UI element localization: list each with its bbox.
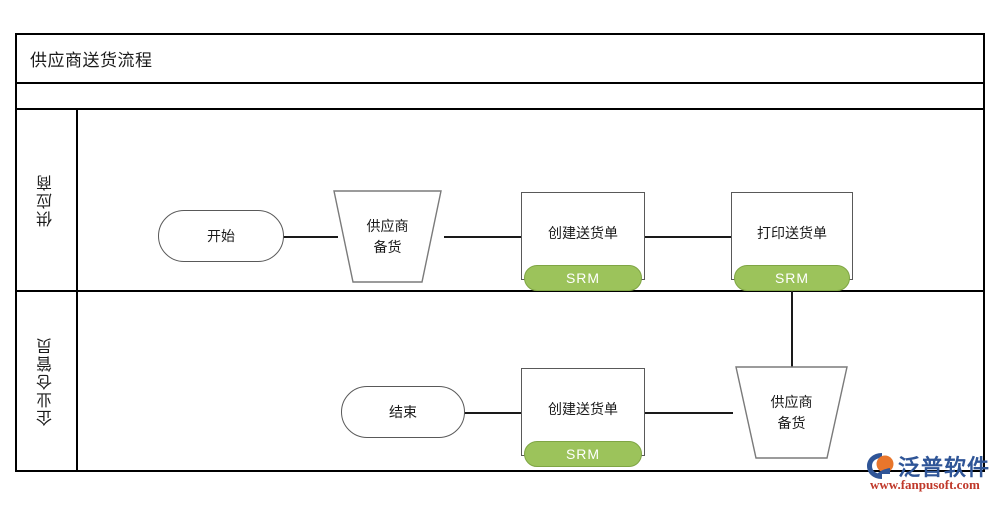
lane-supplier: 供应商 开始 供应商 备 [17,110,983,402]
edge-start-to-prepare [283,236,338,238]
watermark-brand: 泛普软件 [898,455,991,480]
edge-create-to-print [645,236,731,238]
node-warehouse-supplier-prepare-label: 供应商 备货 [733,392,850,434]
trapezoid-shape [333,190,442,283]
lane-supplier-label-cell: 供应商 [17,110,78,290]
edge-warehouse-prepare-to-create [645,412,733,414]
node-print-delivery-note-label: 打印送货单 [757,225,827,241]
node-start[interactable]: 开始 [158,210,284,262]
lane-warehouse-body: 结束 创建送货单 SRM 供应商 备货 [78,292,983,470]
node-warehouse-supplier-prepare-label-line1: 供应商 [770,393,813,410]
lane-supplier-label: 供应商 [37,173,55,227]
node-supplier-prepare-label-line2: 备货 [373,238,402,255]
lane-warehouse-label: 企业仓管员 [37,336,55,426]
edge-print-to-warehouse-prepare [791,277,793,402]
diagram-title-row: 供应商送货流程 [17,35,983,84]
node-supplier-prepare-label-line1: 供应商 [366,217,409,234]
node-create-delivery-note[interactable]: 创建送货单 SRM [521,192,645,291]
edge-create-to-end [464,412,522,414]
watermark-logo: 泛普软件 www.fanpusoft.com [866,450,994,500]
lane-warehouse: 企业仓管员 结束 创建送货单 SRM [17,292,983,470]
fanpu-logo-icon [867,453,894,479]
node-start-label: 开始 [207,228,235,244]
badge-srm-print: SRM [734,265,850,291]
node-supplier-prepare-label: 供应商 备货 [331,216,444,258]
node-end[interactable]: 结束 [341,386,465,438]
node-create-delivery-note-label: 创建送货单 [548,225,618,241]
lane-warehouse-label-cell: 企业仓管员 [17,292,78,470]
edge-prepare-to-create [444,236,522,238]
badge-srm-create-supplier: SRM [524,265,642,291]
badge-srm-create-warehouse: SRM [524,441,642,467]
node-end-label: 结束 [389,404,417,420]
node-supplier-prepare[interactable]: 供应商 备货 [331,188,444,285]
trapezoid-shape-2 [735,366,848,459]
node-warehouse-supplier-prepare[interactable]: 供应商 备货 [733,364,850,461]
lane-supplier-body: 开始 供应商 备货 创建送货单 SRM [78,110,983,402]
swimlane-frame: 供应商送货流程 供应商 开始 [15,33,985,472]
node-warehouse-supplier-prepare-label-line2: 备货 [777,414,806,431]
page-title: 供应商送货流程 [30,51,153,70]
edge-into-warehouse-prepare [791,292,793,337]
header-spacer-row [17,84,983,110]
node-print-delivery-note[interactable]: 打印送货单 SRM [731,192,853,291]
watermark-url: www.fanpusoft.com [870,477,980,492]
node-warehouse-create-delivery-note[interactable]: 创建送货单 SRM [521,368,645,467]
node-warehouse-create-delivery-note-label: 创建送货单 [548,401,618,417]
